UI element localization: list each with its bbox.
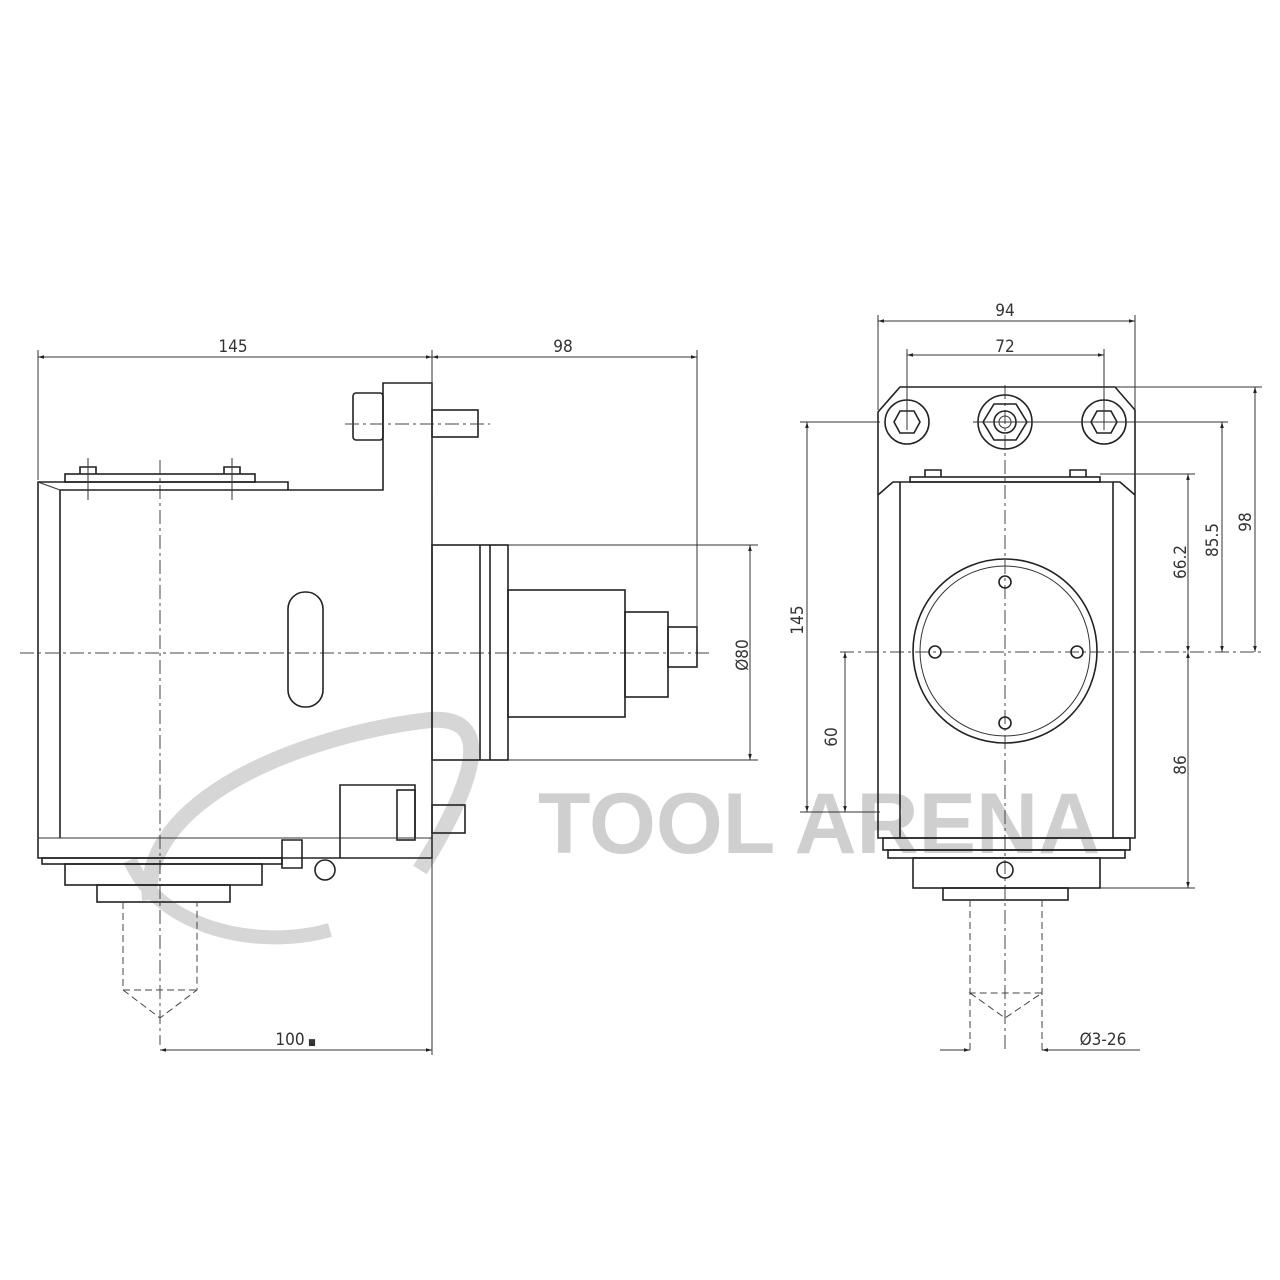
dim-center-to-bolt: 85.5 bbox=[1203, 523, 1223, 557]
slot bbox=[287, 591, 324, 708]
dim-center-to-body-top: 66.2 bbox=[1171, 545, 1191, 579]
dim-center-to-top: 98 bbox=[1236, 512, 1256, 531]
tool-offset-mark: ■ bbox=[308, 1038, 316, 1048]
dim-spindle-projection: 98 bbox=[553, 337, 572, 357]
front-view: 94 72 145 60 66.2 85.5 98 86 Ø3-26 bbox=[788, 301, 1262, 1052]
bolt-head bbox=[396, 789, 416, 841]
coolant-fitting bbox=[314, 859, 336, 881]
dim-flange-diameter: Ø80 bbox=[733, 639, 753, 671]
watermark: TOOL ARENA bbox=[123, 711, 1100, 945]
dim-bolt-spacing: 72 bbox=[995, 337, 1014, 357]
dim-tool-offset: 100 bbox=[275, 1030, 304, 1050]
watermark-swoosh bbox=[141, 711, 480, 901]
bolt-head bbox=[352, 392, 384, 441]
dim-height-total: 145 bbox=[788, 605, 808, 634]
dim-center-to-base: 86 bbox=[1171, 755, 1191, 774]
dim-width-outer: 94 bbox=[995, 301, 1014, 321]
side-view: 145 98 Ø80 100 ■ bbox=[20, 337, 758, 1055]
spindle-face bbox=[912, 558, 1098, 744]
dim-collet-range: Ø3-26 bbox=[1080, 1030, 1127, 1050]
dim-overall-length: 145 bbox=[218, 337, 247, 357]
dim-lower-to-center: 60 bbox=[822, 727, 842, 746]
watermark-text: TOOL ARENA bbox=[538, 776, 1100, 872]
